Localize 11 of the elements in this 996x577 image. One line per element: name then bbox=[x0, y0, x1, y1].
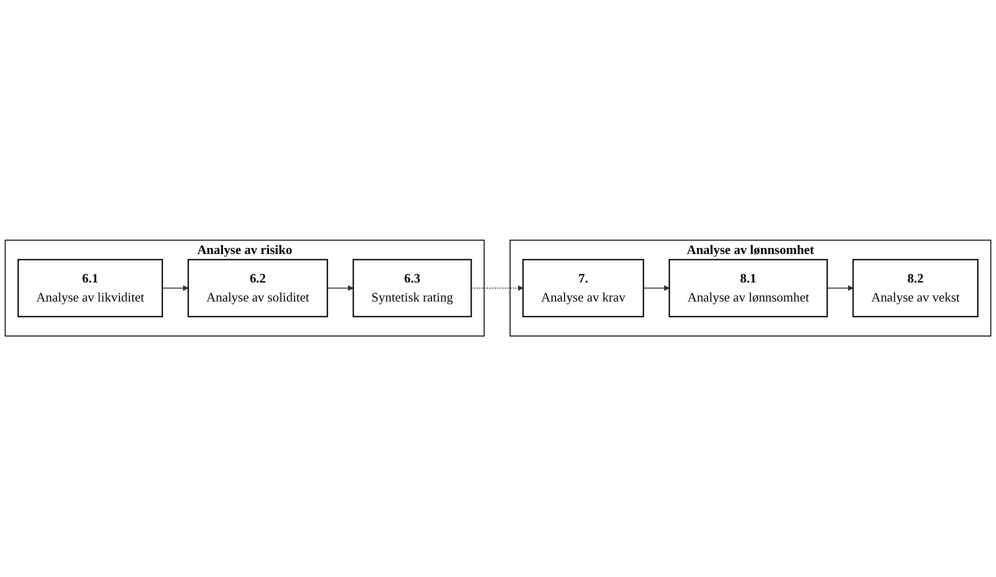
node-box: 6.3 Syntetisk rating bbox=[352, 259, 472, 318]
node-box: 6.2 Analyse av soliditet bbox=[188, 259, 328, 318]
node-box: 7. Analyse av krav bbox=[522, 259, 644, 318]
arrow bbox=[642, 286, 670, 292]
arrow bbox=[470, 286, 524, 292]
node-box: 6.1 Analyse av likviditet bbox=[18, 259, 163, 318]
arrow bbox=[826, 286, 854, 292]
node-box: 8.1 Analyse av lønnsomhet bbox=[668, 259, 828, 318]
node-box: 8.2 Analyse av vekst bbox=[852, 259, 978, 318]
arrow bbox=[326, 286, 354, 292]
arrow bbox=[162, 286, 188, 292]
